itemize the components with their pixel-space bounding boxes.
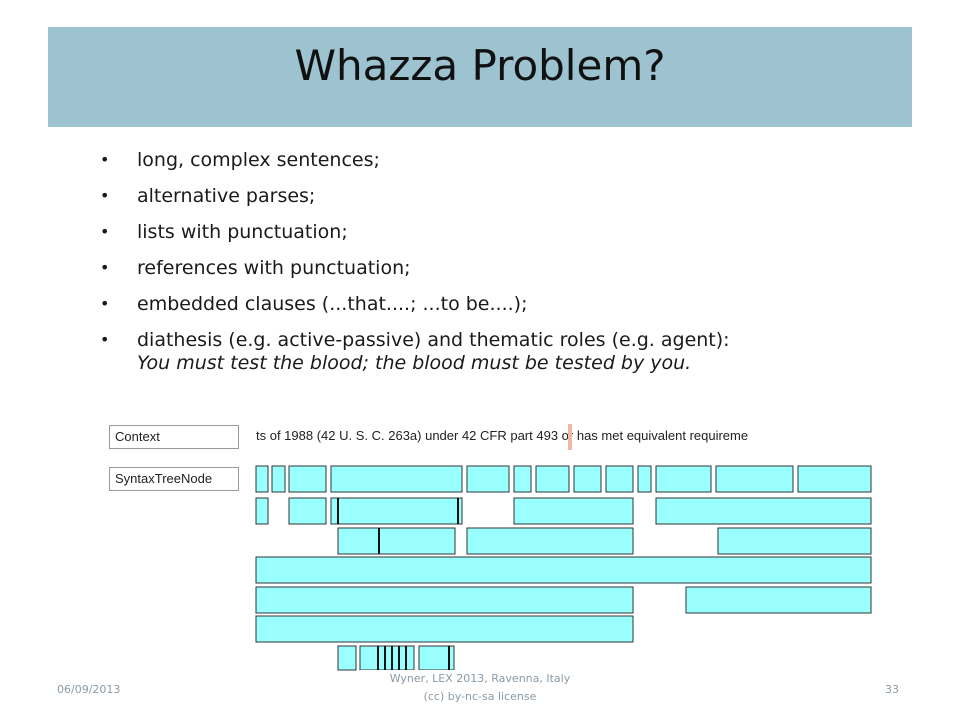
syntax-node-box [466, 527, 634, 555]
context-label: Context [109, 425, 239, 449]
bullet-dot-icon: • [100, 186, 110, 205]
bullet-text: long, complex sentences; [137, 149, 380, 171]
syntax-node-box [655, 465, 712, 493]
bullet-dot-icon: • [100, 150, 110, 169]
syntax-node-box [337, 527, 456, 555]
syntax-node-divider [398, 646, 400, 670]
syntax-node-box [330, 465, 463, 493]
syntax-node-box [535, 465, 570, 493]
bullet-text: references with punctuation; [137, 257, 411, 279]
syntax-node-box [466, 465, 510, 493]
cursor-marker [568, 424, 572, 450]
bullet-item: • alternative parses; [100, 179, 730, 215]
syntax-node-divider [457, 498, 459, 524]
syntax-node-box [513, 465, 532, 493]
syntax-node-box [715, 465, 794, 493]
title-bar [48, 27, 912, 127]
bullet-item: • embedded clauses (...that....; ...to be… [100, 287, 730, 323]
syntax-node-box [271, 465, 286, 493]
syntax-node-box [255, 556, 872, 584]
syntax-node-box [255, 586, 634, 614]
syntax-node-box [288, 497, 327, 525]
footer-credit: Wyner, LEX 2013, Ravenna, Italy (cc) by-… [360, 670, 600, 706]
syntax-node-divider [378, 528, 380, 554]
syntax-tree-node-label: SyntaxTreeNode [109, 467, 239, 491]
bullet-list: • long, complex sentences; • alternative p… [100, 143, 730, 359]
syntax-node-divider [405, 646, 407, 670]
syntax-node-box [605, 465, 634, 493]
bullet-text: diathesis (e.g. active-passive) and them… [137, 329, 730, 351]
syntax-node-divider [448, 646, 450, 670]
syntax-node-divider [391, 646, 393, 670]
syntax-node-divider [384, 646, 386, 670]
syntax-node-box [288, 465, 327, 493]
syntax-node-divider [337, 498, 339, 524]
bullet-item: • lists with punctuation; [100, 215, 730, 251]
context-text: ts of 1988 (42 U. S. C. 263a) under 42 C… [256, 428, 749, 443]
footer-date: 06/09/2013 [57, 683, 121, 696]
bullet-dot-icon: • [100, 294, 110, 313]
bullet-text: lists with punctuation; [137, 221, 348, 243]
syntax-node-box [655, 497, 872, 525]
syntax-node-box [255, 497, 269, 525]
syntax-node-box [573, 465, 602, 493]
example-sentence: You must test the blood; the blood must … [137, 352, 692, 374]
syntax-node-box [717, 527, 872, 555]
syntax-node-divider [377, 646, 379, 670]
syntax-node-box [513, 497, 634, 525]
footer-credit-line2: (cc) by-nc-sa license [423, 690, 537, 703]
bullet-item: • references with punctuation; [100, 251, 730, 287]
slide-number: 33 [885, 683, 899, 696]
syntax-node-box [797, 465, 872, 493]
bullet-dot-icon: • [100, 330, 110, 349]
syntax-node-box [337, 645, 357, 671]
footer-credit-line1: Wyner, LEX 2013, Ravenna, Italy [389, 672, 571, 685]
syntax-node-box [330, 497, 463, 525]
syntax-node-box [685, 586, 872, 614]
slide-title: Whazza Problem? [294, 41, 666, 90]
syntax-node-box [255, 465, 269, 493]
bullet-dot-icon: • [100, 258, 110, 277]
bullet-text: embedded clauses (...that....; ...to be.… [137, 293, 528, 315]
bullet-item: • long, complex sentences; [100, 143, 730, 179]
bullet-text: alternative parses; [137, 185, 316, 207]
syntax-node-box [255, 615, 634, 643]
syntax-node-box [637, 465, 652, 493]
bullet-dot-icon: • [100, 222, 110, 241]
bullet-item: • diathesis (e.g. active-passive) and the… [100, 323, 730, 359]
